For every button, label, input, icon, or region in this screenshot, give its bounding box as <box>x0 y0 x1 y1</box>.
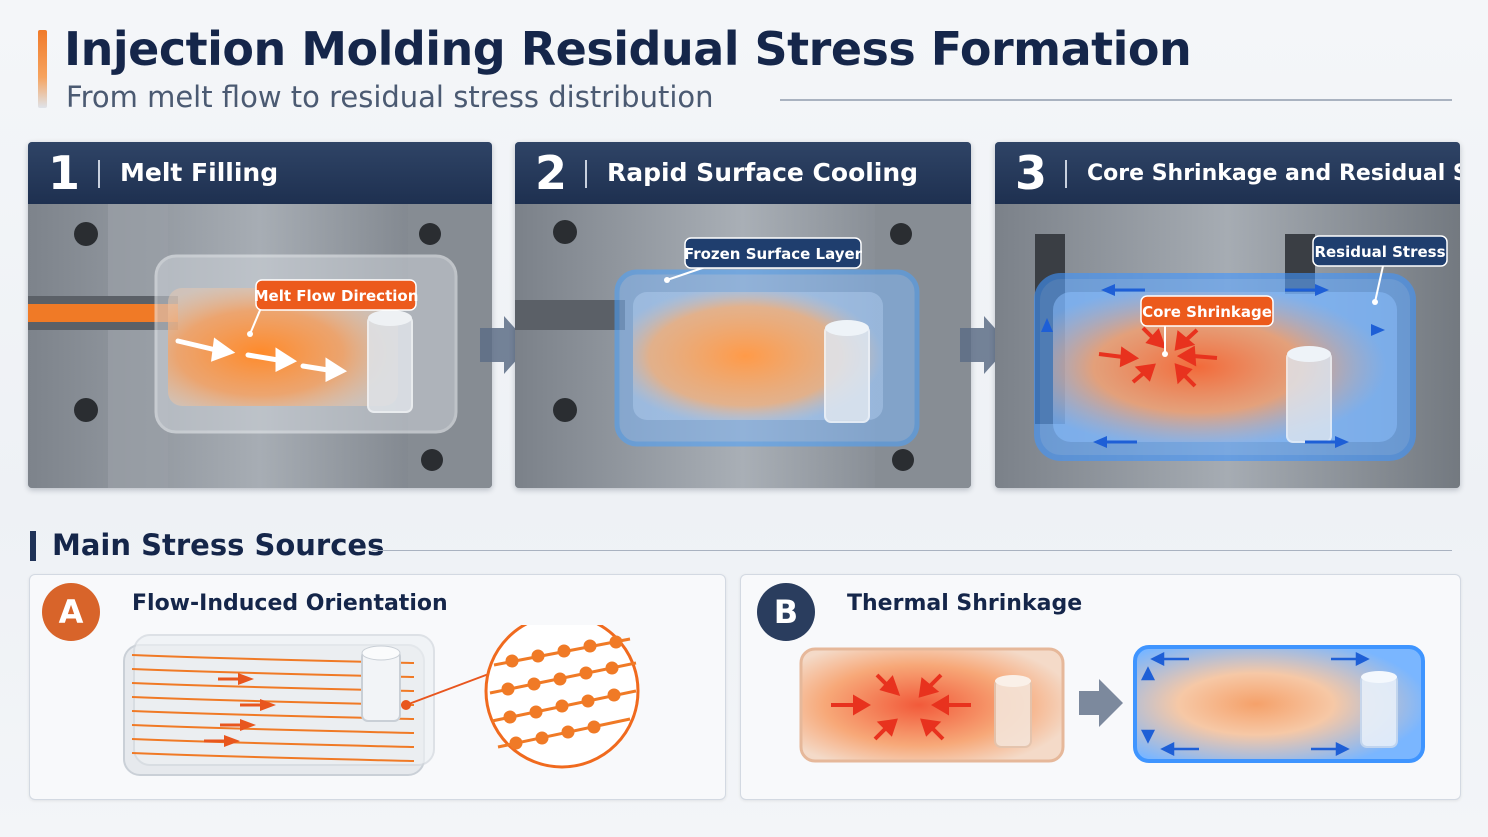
melt-stream <box>28 304 178 322</box>
bolt-hole <box>892 449 914 471</box>
step-arrow-icon <box>960 316 1010 374</box>
section-accent-bar <box>30 531 36 561</box>
source-label: Thermal Shrinkage <box>847 591 1083 616</box>
source-label: Flow-Induced Orientation <box>132 591 448 616</box>
transition-arrow-icon <box>1079 679 1123 727</box>
step-separator <box>98 160 100 188</box>
source-badge: B <box>757 583 815 641</box>
step-separator <box>585 160 587 188</box>
step-panel-melt-filling: 1 Melt Filling <box>28 142 492 488</box>
svg-text:Core Shrinkage: Core Shrinkage <box>1142 303 1272 321</box>
flow-orientation-illustration <box>123 625 640 776</box>
bolt-hole <box>553 398 577 422</box>
source-card-flow-orientation: A Flow-Induced Orientation <box>29 574 726 800</box>
bolt-hole <box>74 398 98 422</box>
surface-cooling-illustration: Frozen Surface Layer <box>515 204 971 488</box>
core-shrinkage-illustration: Core Shrinkage Residual Stress <box>995 204 1460 488</box>
shrinkage-arrows <box>831 673 971 741</box>
boss-feature <box>824 325 870 423</box>
step-separator <box>1065 160 1067 188</box>
svg-text:Melt Flow Direction: Melt Flow Direction <box>254 287 419 305</box>
step-header: 3 Core Shrinkage and Residual Stress <box>995 142 1460 204</box>
core-shrinkage-callout: Core Shrinkage <box>1140 295 1274 327</box>
step-number: 3 <box>1015 146 1048 200</box>
step-label: Core Shrinkage and Residual Stress <box>1087 161 1460 186</box>
step-panel-surface-cooling: 2 Rapid Surface Cooling <box>515 142 971 488</box>
step-header: 1 Melt Filling <box>28 142 492 204</box>
svg-text:Frozen Surface Layer: Frozen Surface Layer <box>684 245 863 263</box>
page-subtitle: From melt flow to residual stress distri… <box>66 80 714 114</box>
step-label: Rapid Surface Cooling <box>607 158 919 187</box>
hot-core <box>633 292 883 420</box>
bolt-hole <box>553 220 577 244</box>
residual-stress-callout: Residual Stress <box>1312 235 1448 267</box>
page-title: Injection Molding Residual Stress Format… <box>64 22 1192 76</box>
boss-feature <box>367 315 413 413</box>
boss-feature <box>1286 351 1332 443</box>
cooled-part <box>1133 645 1425 763</box>
step-number: 1 <box>48 146 81 200</box>
melt-flow-callout: Melt Flow Direction <box>254 279 419 311</box>
step-label: Melt Filling <box>120 158 279 187</box>
subtitle-divider <box>780 99 1452 101</box>
edge-stress-arrows <box>1140 651 1370 757</box>
shrinkage-arrows <box>1098 326 1218 388</box>
melt-filling-illustration: Melt Flow Direction <box>28 204 492 488</box>
bolt-hole <box>419 223 441 245</box>
thermal-shrinkage-illustration <box>799 645 1425 763</box>
step-number: 2 <box>535 146 568 200</box>
section-divider <box>372 550 1452 551</box>
step-panel-core-shrinkage: 3 Core Shrinkage and Residual Stress <box>995 142 1460 488</box>
molecular-chains <box>489 635 637 750</box>
edge-stress-arrows <box>1041 284 1385 448</box>
melt-front <box>168 288 398 406</box>
frozen-layer-callout: Frozen Surface Layer <box>684 237 863 269</box>
source-card-thermal-shrinkage: B Thermal Shrinkage <box>740 574 1461 800</box>
title-accent-bar <box>38 30 47 108</box>
step-header: 2 Rapid Surface Cooling <box>515 142 971 204</box>
flow-arrow-icon <box>204 673 276 747</box>
bolt-hole <box>74 222 98 246</box>
bolt-hole <box>890 223 912 245</box>
step-arrow-icon <box>480 316 530 374</box>
svg-text:Residual Stress: Residual Stress <box>1314 243 1445 261</box>
source-badge: A <box>42 583 100 641</box>
section-title: Main Stress Sources <box>52 528 385 562</box>
bolt-hole <box>421 449 443 471</box>
